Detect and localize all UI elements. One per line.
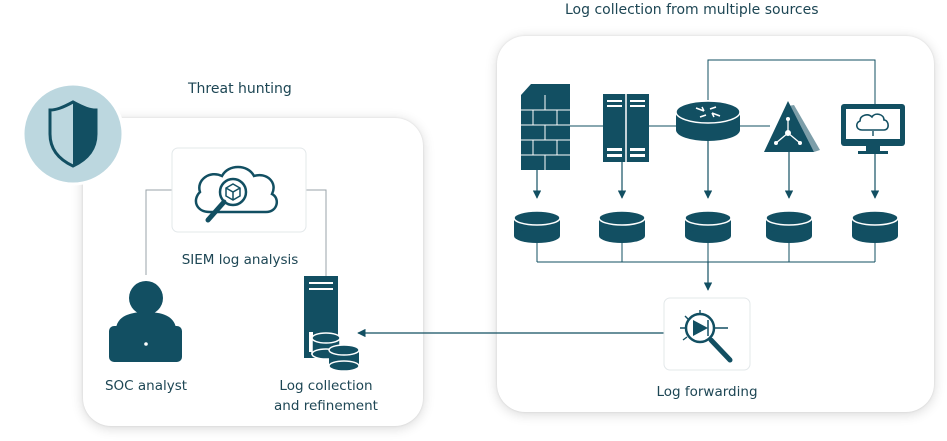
log-collection-title: Log collection from multiple sources bbox=[565, 2, 819, 18]
soc-analyst-label: SOC analyst bbox=[104, 378, 188, 394]
server-rack-icon bbox=[603, 94, 649, 162]
firewall-icon bbox=[521, 84, 570, 170]
threat-connectors bbox=[145, 189, 327, 278]
db-merge-lines bbox=[536, 243, 876, 291]
log-forwarding-label: Log forwarding bbox=[656, 384, 758, 400]
database-icon bbox=[684, 210, 732, 243]
log-collection-label-line2: and refinement bbox=[274, 398, 378, 414]
database-icons bbox=[513, 210, 899, 243]
monitor-cloud-icon bbox=[841, 104, 905, 154]
server-database-icon bbox=[304, 276, 360, 372]
siem-label: SIEM log analysis bbox=[181, 252, 299, 268]
log-collection-label-line1: Log collection bbox=[279, 378, 373, 394]
wireless-ap-icon bbox=[764, 101, 820, 152]
threat-hunting-title: Threat hunting bbox=[188, 81, 292, 97]
router-monitor-link bbox=[707, 59, 876, 104]
database-icon bbox=[598, 210, 646, 243]
log-forwarding-icon bbox=[663, 297, 751, 371]
device-to-db-arrows bbox=[532, 141, 880, 199]
router-icon bbox=[675, 100, 741, 141]
database-icon bbox=[513, 210, 561, 243]
soc-analyst-icon bbox=[109, 281, 182, 362]
database-icon bbox=[851, 210, 899, 243]
siem-cloud-search-icon bbox=[171, 147, 307, 233]
shield-icon bbox=[21, 82, 125, 186]
database-icon bbox=[765, 210, 813, 243]
